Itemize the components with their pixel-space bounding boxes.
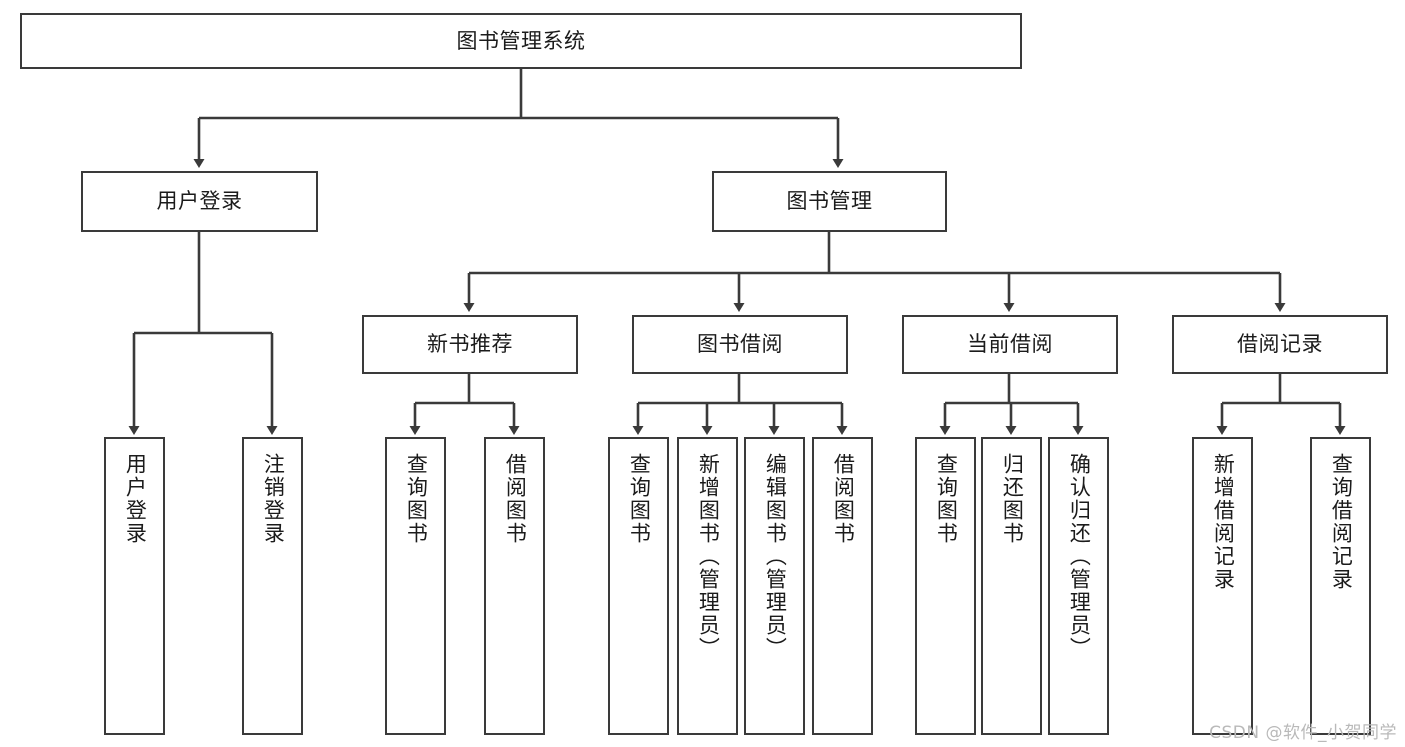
node-label: 编辑图书（管理员） [763,453,788,660]
leaf-edit-book-admin[interactable]: 编辑图书（管理员） [744,437,805,735]
node-label: 查询借阅记录 [1329,453,1354,591]
csdn-watermark: CSDN @软件_小贺同学 [1209,723,1397,743]
node-label: 确认归还（管理员） [1067,453,1092,660]
node-label: 查询图书 [404,453,429,545]
node-borrow-record[interactable]: 借阅记录 [1172,315,1388,374]
node-label: 图书管理系统 [456,28,586,53]
leaf-query-book-borrow[interactable]: 查询图书 [608,437,669,735]
leaf-query-book-recommend[interactable]: 查询图书 [385,437,446,735]
leaf-return-book[interactable]: 归还图书 [981,437,1042,735]
leaf-add-borrow-record[interactable]: 新增借阅记录 [1192,437,1253,735]
node-label: 借阅记录 [1237,332,1323,357]
node-book-management[interactable]: 图书管理 [712,171,947,232]
node-book-borrow[interactable]: 图书借阅 [632,315,848,374]
node-label: 图书借阅 [697,332,783,357]
node-label: 新书推荐 [427,332,513,357]
node-label: 用户登录 [156,189,243,214]
node-label: 查询图书 [627,453,652,545]
node-root-book-management-system[interactable]: 图书管理系统 [20,13,1022,69]
node-label: 归还图书 [1000,453,1025,545]
node-label: 注销登录 [261,453,286,545]
leaf-borrow-book[interactable]: 借阅图书 [812,437,873,735]
leaf-query-book-current[interactable]: 查询图书 [915,437,976,735]
node-label: 用户登录 [123,453,148,545]
node-label: 借阅图书 [503,453,528,545]
leaf-user-logout[interactable]: 注销登录 [242,437,303,735]
leaf-user-login[interactable]: 用户登录 [104,437,165,735]
node-user-login[interactable]: 用户登录 [81,171,318,232]
leaf-borrow-book-recommend[interactable]: 借阅图书 [484,437,545,735]
node-label: 借阅图书 [831,453,856,545]
node-label: 当前借阅 [967,332,1053,357]
node-label: 查询图书 [934,453,959,545]
leaf-query-borrow-record[interactable]: 查询借阅记录 [1310,437,1371,735]
node-new-book-recommend[interactable]: 新书推荐 [362,315,578,374]
leaf-add-book-admin[interactable]: 新增图书（管理员） [677,437,738,735]
node-label: 图书管理 [786,189,873,214]
leaf-confirm-return-admin[interactable]: 确认归还（管理员） [1048,437,1109,735]
node-current-borrow[interactable]: 当前借阅 [902,315,1118,374]
node-label: 新增借阅记录 [1211,453,1236,591]
node-label: 新增图书（管理员） [696,453,721,660]
